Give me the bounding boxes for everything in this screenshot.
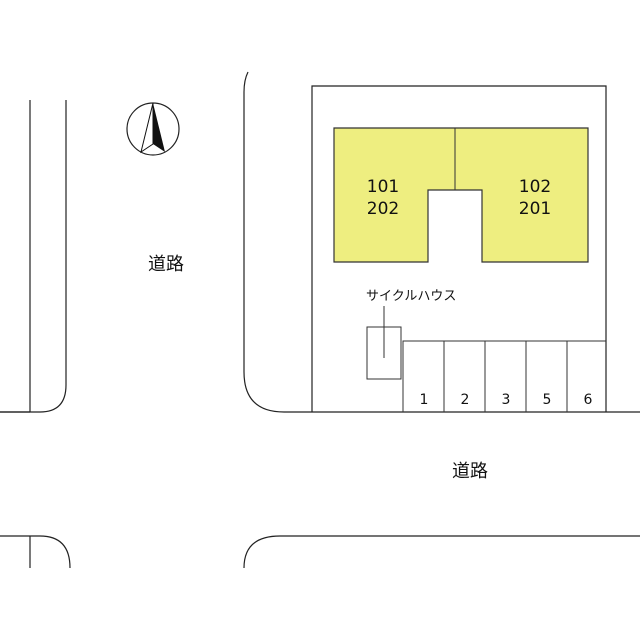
parking-slot-1: 1 <box>420 392 429 408</box>
parking-outline <box>402 340 606 412</box>
parking-slot-6: 6 <box>584 392 593 408</box>
parking-slot-5: 5 <box>543 392 552 408</box>
unit-label-102: 102 <box>519 177 551 197</box>
unit-label-201: 201 <box>519 199 551 219</box>
unit-label-101: 101 <box>367 177 399 197</box>
road-label-west: 道路 <box>148 254 184 275</box>
cycle-house-label: サイクルハウス <box>366 289 456 304</box>
road-label-south: 道路 <box>452 461 488 482</box>
road-edge-west-inner <box>0 100 67 413</box>
road-edge-east <box>243 71 640 413</box>
cycle-house <box>366 326 402 380</box>
road-edge-south-right <box>243 535 640 569</box>
parking-area: 1 2 3 4 5 <box>402 340 606 412</box>
property-boundary <box>311 85 607 412</box>
road-edge-south-left <box>0 535 71 569</box>
north-arrow-icon <box>126 102 180 156</box>
parking-slot-3: 3 <box>502 392 511 408</box>
apartment-building <box>333 127 589 263</box>
parking-slot-2: 2 <box>461 392 470 408</box>
unit-label-202: 202 <box>367 199 399 219</box>
